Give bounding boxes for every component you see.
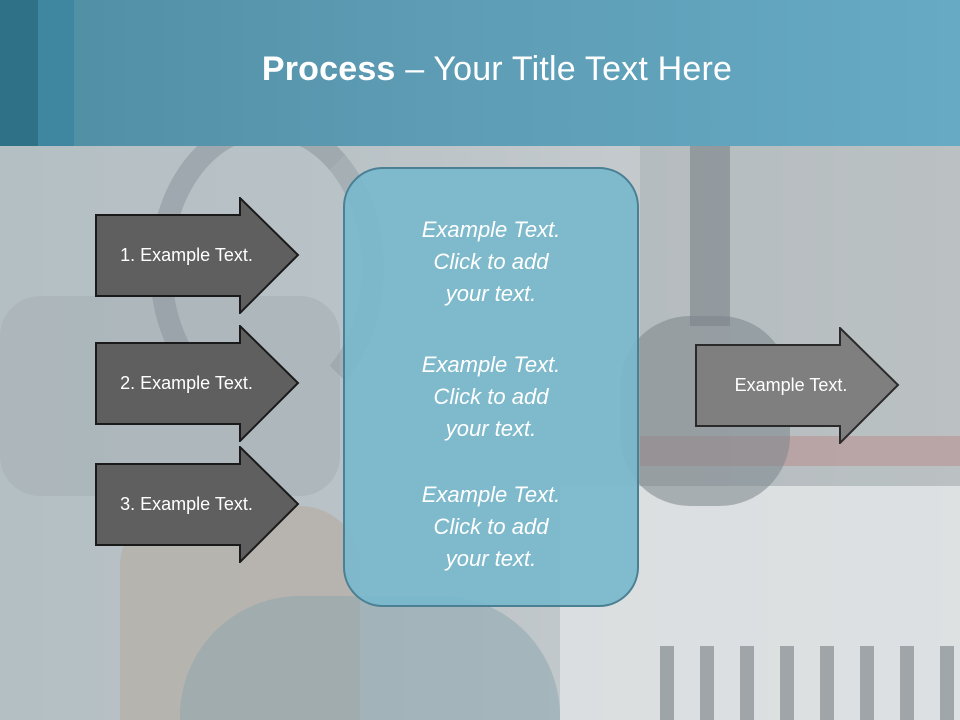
center-text-block-2: Example Text. Click to add your text.: [345, 349, 637, 445]
text-line: Click to add: [433, 514, 549, 539]
center-text-block-1: Example Text. Click to add your text.: [345, 214, 637, 310]
text-line: your text.: [445, 416, 537, 441]
arrow-shape: [95, 446, 300, 563]
center-text-box[interactable]: Example Text. Click to add your text. Ex…: [343, 167, 639, 607]
slide-title[interactable]: Process – Your Title Text Here: [74, 50, 920, 89]
text-line: Example Text.: [421, 352, 561, 377]
arrow-label: 3. Example Text.: [120, 494, 253, 514]
header-accent-strip: [0, 0, 38, 146]
text-line: Example Text.: [421, 217, 561, 242]
arrow-label: 1. Example Text.: [120, 245, 253, 265]
text-line: Click to add: [433, 384, 549, 409]
arrow-shape: [95, 197, 300, 314]
arrow-shape: [95, 325, 300, 442]
process-arrow-2[interactable]: 2. Example Text.: [95, 325, 300, 442]
bg-mic-arm: [690, 146, 730, 326]
output-arrow[interactable]: Example Text.: [695, 327, 900, 444]
bg-console-knobs: [660, 646, 960, 720]
arrow-shape: [695, 327, 900, 444]
arrow-label: 2. Example Text.: [120, 373, 253, 393]
process-arrow-1[interactable]: 1. Example Text.: [95, 197, 300, 314]
slide-title-bold: Process: [261, 50, 396, 88]
title-bar: Process – Your Title Text Here: [0, 0, 960, 146]
process-arrow-3[interactable]: 3. Example Text.: [95, 446, 300, 563]
text-line: your text.: [445, 281, 537, 306]
arrow-label: Example Text.: [734, 375, 848, 395]
center-text-block-3: Example Text. Click to add your text.: [345, 479, 637, 575]
text-line: Example Text.: [421, 482, 561, 507]
slide-title-rest: – Your Title Text Here: [395, 50, 733, 88]
text-line: Click to add: [433, 249, 549, 274]
text-line: your text.: [445, 546, 537, 571]
bg-person-shirt: [180, 596, 560, 720]
header-accent-strip-2: [38, 0, 74, 146]
